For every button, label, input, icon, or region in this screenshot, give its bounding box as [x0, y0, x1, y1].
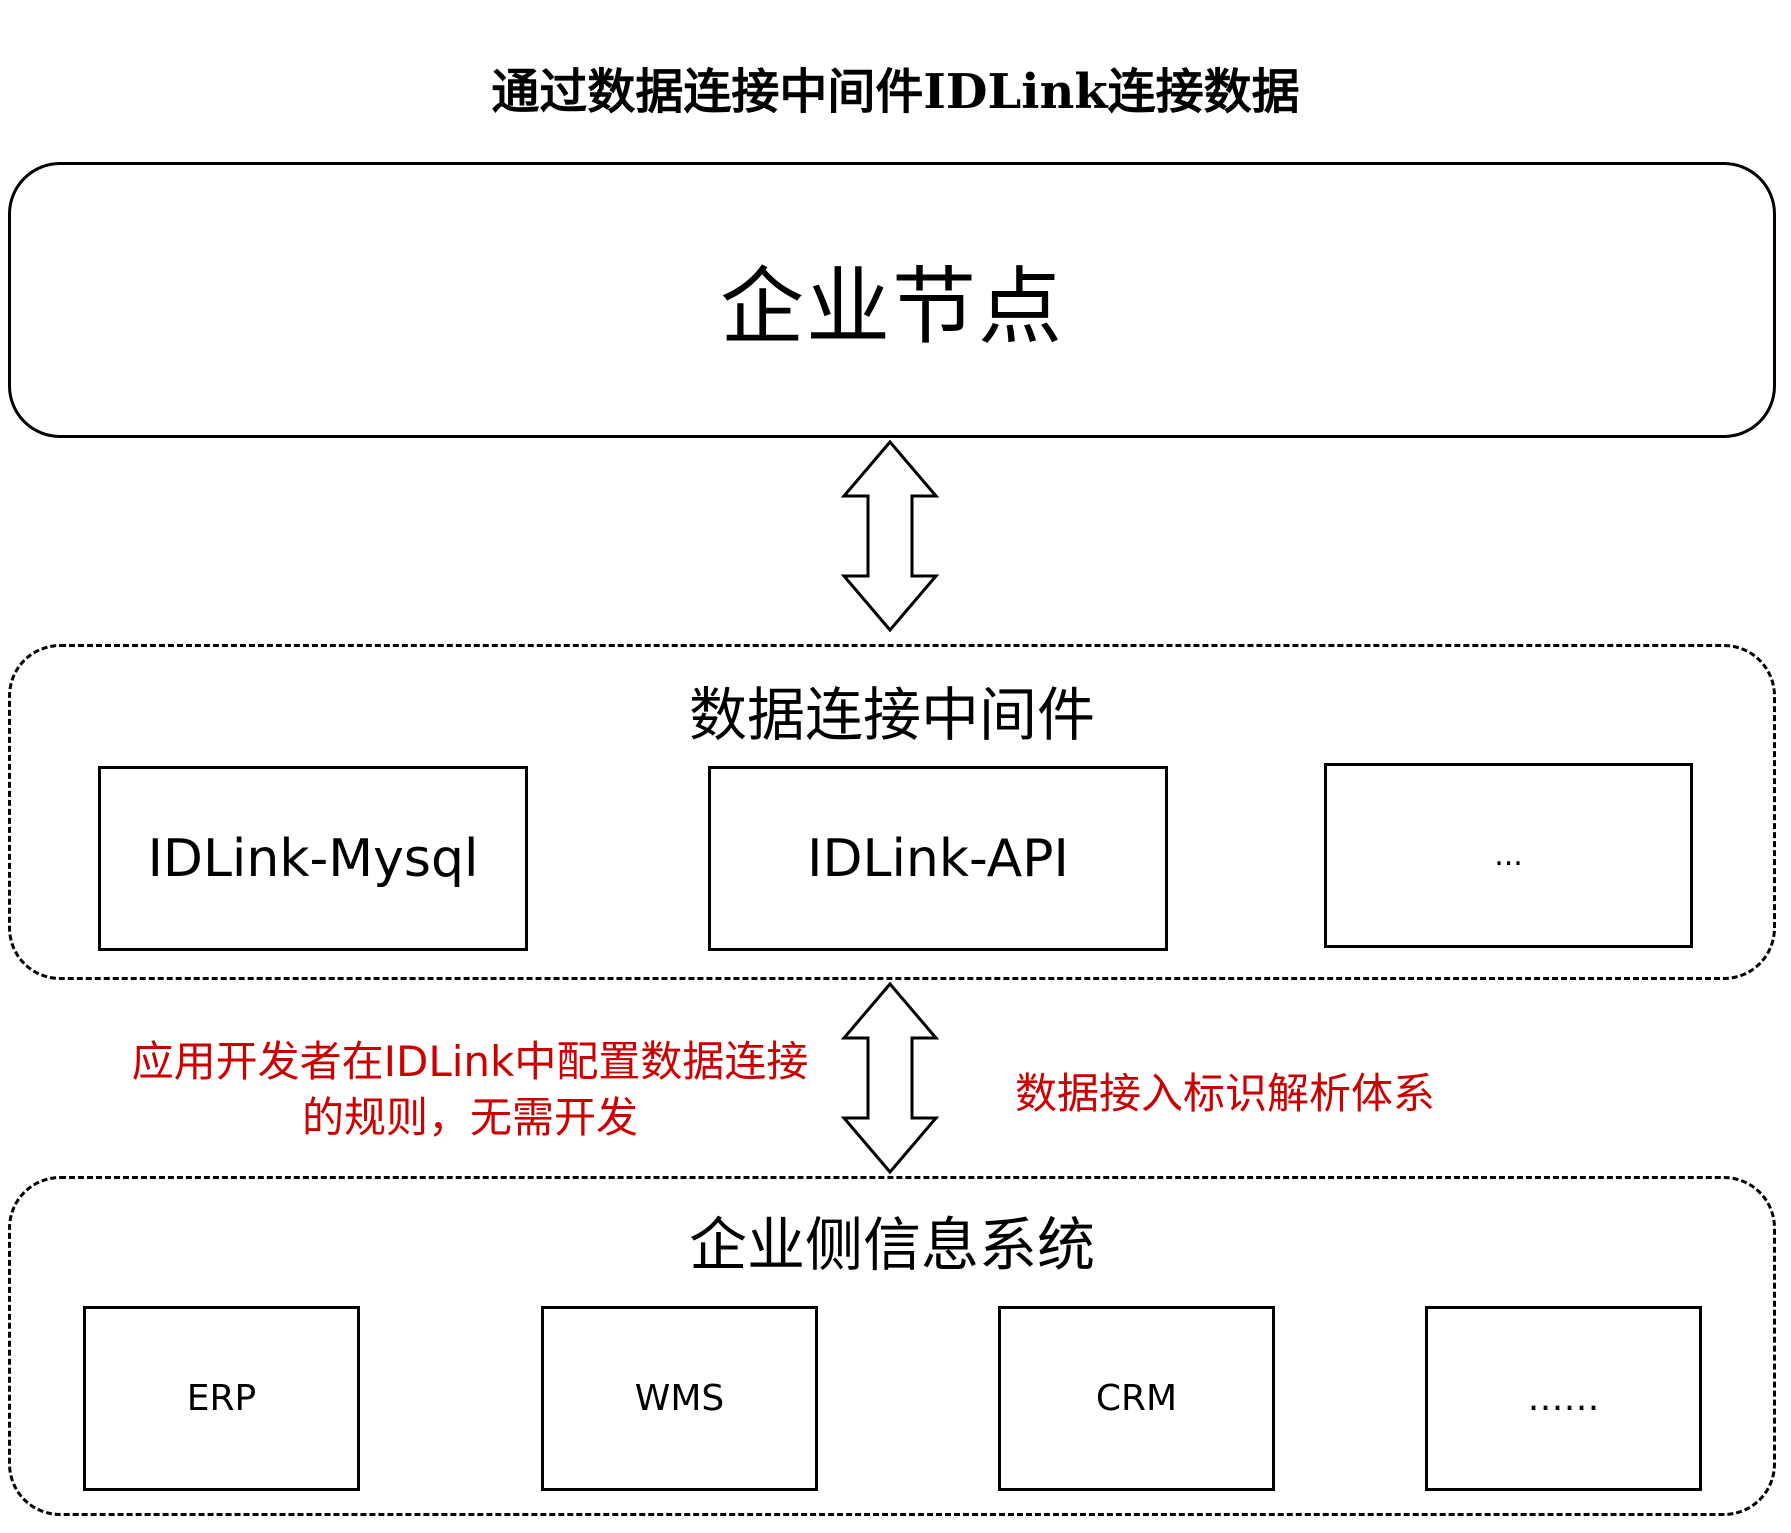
erp-box: ERP	[83, 1306, 360, 1491]
enterprise-systems-title: 企业侧信息系统	[688, 1211, 1095, 1279]
middleware-group	[8, 644, 1776, 980]
diagram-title: 通过数据连接中间件IDLink连接数据	[491, 64, 1300, 120]
enterprise-systems-group	[8, 1176, 1776, 1516]
double-arrow-top	[840, 439, 940, 633]
wms-box: WMS	[541, 1306, 818, 1491]
middleware-title: 数据连接中间件	[688, 681, 1095, 749]
enterprise-node: 企业节点	[8, 162, 1776, 438]
systems-more-box: ……	[1425, 1306, 1702, 1491]
config-note-line1: 应用开发者在IDLink中配置数据连接	[131, 1037, 809, 1086]
enterprise-node-label: 企业节点	[719, 257, 1064, 356]
config-note: 应用开发者在IDLink中配置数据连接 的规则，无需开发	[60, 1030, 880, 1150]
crm-box: CRM	[998, 1306, 1275, 1491]
access-note: 数据接入标识解析体系	[1014, 1068, 1435, 1118]
idlink-api-box: IDLink-API	[708, 766, 1168, 951]
middleware-more-box: ...	[1324, 763, 1693, 948]
double-arrow-bottom	[840, 981, 940, 1175]
config-note-line2: 的规则，无需开发	[301, 1093, 638, 1142]
idlink-mysql-box: IDLink-Mysql	[98, 766, 528, 951]
